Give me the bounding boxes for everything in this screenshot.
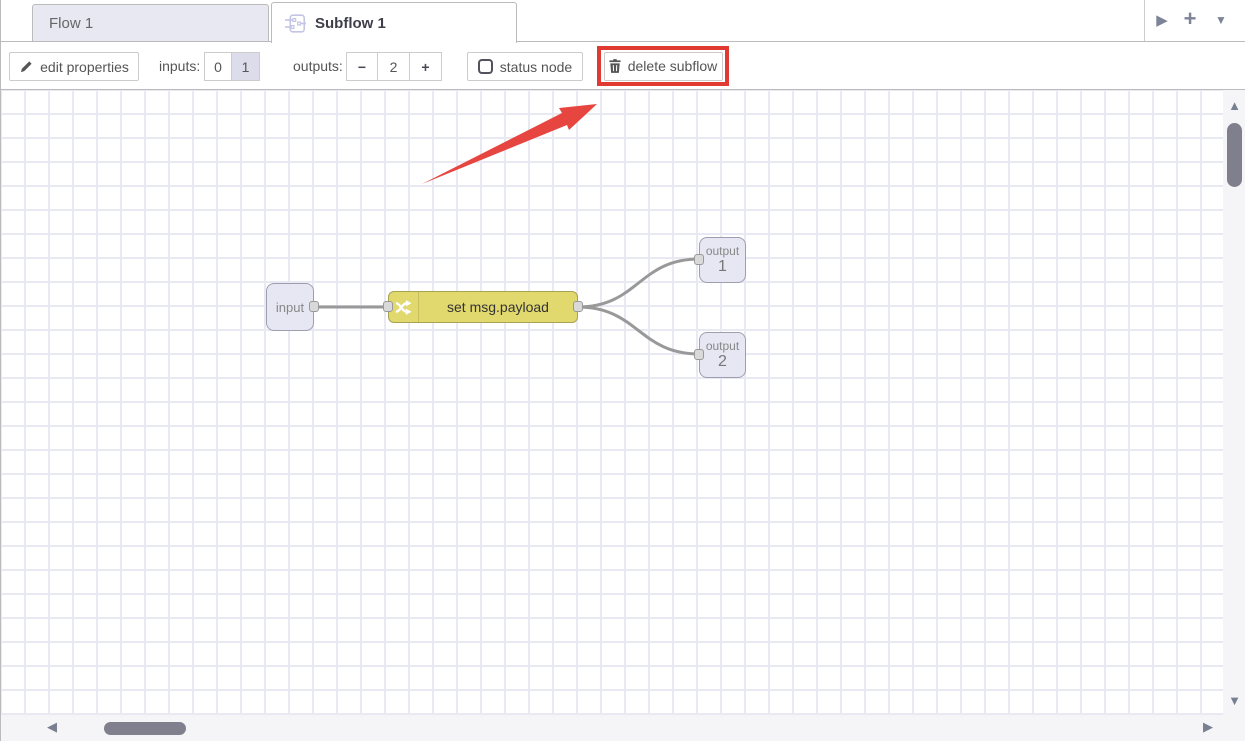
inputs-toggle: 0 1 [204, 52, 260, 81]
node-output2-label: output [705, 338, 740, 353]
port-change-in[interactable] [383, 301, 393, 312]
port-output1-in[interactable] [694, 254, 704, 265]
node-output1-number: 1 [718, 257, 727, 275]
node-output2-number: 2 [718, 352, 727, 370]
triangle-right-icon[interactable]: ▶ [1156, 12, 1168, 29]
status-node-label: status node [499, 58, 573, 75]
scroll-down-icon[interactable]: ▼ [1228, 693, 1241, 708]
tab-subflow-1[interactable]: Subflow 1 [271, 2, 517, 43]
node-output-2[interactable]: output 2 [699, 332, 746, 378]
wires-layer [314, 104, 700, 356]
tab-flow-1-label: Flow 1 [49, 14, 94, 32]
horizontal-scroll-thumb[interactable] [104, 722, 186, 735]
tabbar-separator [1144, 0, 1145, 41]
delete-subflow-button[interactable]: delete subflow [603, 51, 723, 81]
status-node-button[interactable]: status node [467, 52, 583, 81]
tab-flow-1[interactable]: Flow 1 [32, 4, 269, 42]
inputs-label: inputs: [159, 58, 201, 74]
scroll-left-icon[interactable]: ◀ [47, 719, 57, 734]
pencil-icon [19, 60, 33, 74]
node-subflow-input[interactable]: input [266, 283, 314, 331]
node-set-msg-payload[interactable]: set msg.payload [388, 291, 578, 323]
node-output-1[interactable]: output 1 [699, 237, 746, 283]
vertical-scrollbar[interactable]: ▲ ▼ [1223, 90, 1245, 741]
wire[interactable] [577, 305, 700, 356]
workspace-tabbar: Flow 1 Subflow 1 ▶ + ▼ [1, 0, 1245, 43]
delete-subflow-label: delete subflow [627, 58, 718, 74]
annotation-highlight-box: delete subflow [597, 46, 729, 86]
port-output2-in[interactable] [694, 349, 704, 360]
annotation-arrow [422, 104, 597, 184]
status-node-checkbox[interactable] [477, 59, 493, 74]
node-input-label: input [275, 299, 305, 315]
trash-icon [609, 59, 621, 73]
node-change-label: set msg.payload [447, 299, 549, 315]
add-tab-plus-icon[interactable]: + [1183, 6, 1197, 31]
horizontal-scrollbar[interactable]: ◀ ▶ [1, 715, 1223, 741]
wire[interactable] [577, 257, 700, 309]
shuffle-icon [389, 292, 419, 322]
outputs-value[interactable]: 2 [378, 52, 410, 81]
scroll-right-icon[interactable]: ▶ [1203, 719, 1213, 734]
subflow-toolbar: edit properties inputs: 0 1 outputs: − 2… [1, 42, 1245, 90]
scroll-up-icon[interactable]: ▲ [1228, 98, 1241, 113]
tab-subflow-1-label: Subflow 1 [315, 14, 386, 32]
outputs-label: outputs: [293, 58, 343, 74]
inputs-option-1[interactable]: 1 [232, 52, 260, 81]
inputs-option-0[interactable]: 0 [204, 52, 232, 81]
subflow-icon [285, 13, 306, 34]
outputs-spinner: − 2 + [346, 52, 442, 81]
chevron-down-icon[interactable]: ▼ [1215, 13, 1227, 27]
port-input-out[interactable] [309, 301, 319, 312]
edit-properties-label: edit properties [40, 58, 129, 75]
outputs-decrease-button[interactable]: − [346, 52, 378, 81]
edit-properties-button[interactable]: edit properties [9, 52, 139, 81]
outputs-increase-button[interactable]: + [410, 52, 442, 81]
port-change-out[interactable] [573, 301, 583, 312]
node-output1-label: output [705, 243, 740, 258]
flow-canvas[interactable]: input set msg.payload output 1 output 2 [1, 90, 1223, 715]
vertical-scroll-thumb[interactable] [1227, 123, 1242, 187]
